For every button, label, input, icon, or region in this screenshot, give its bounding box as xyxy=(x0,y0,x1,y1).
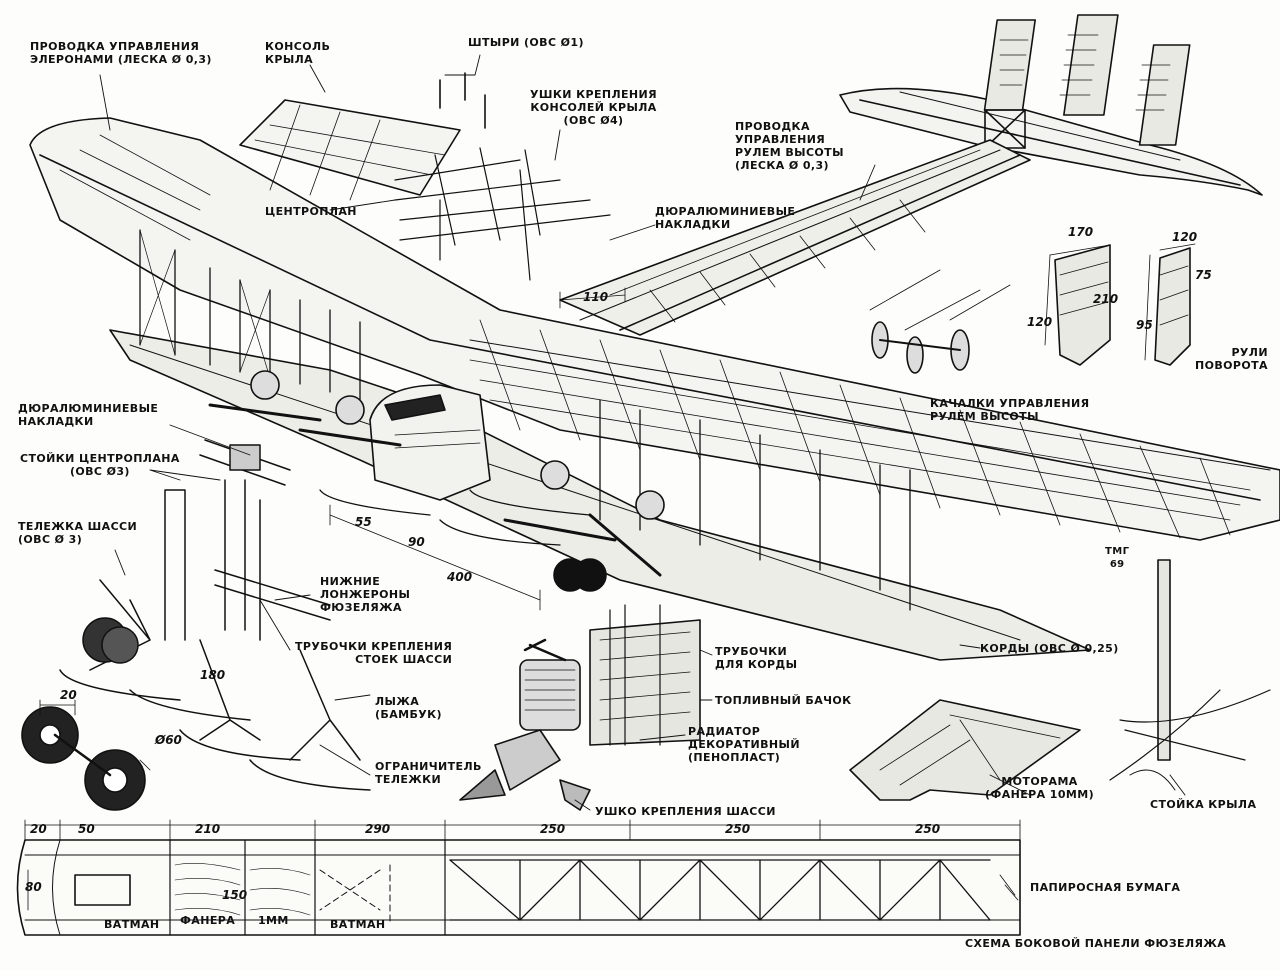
label-wing-strut: СТОЙКА КРЫЛА xyxy=(1150,798,1257,811)
dim-170: 170 xyxy=(1068,225,1094,239)
dim-120a: 120 xyxy=(1027,315,1053,329)
label-motor-mount: МОТОРАМА (ФАНЕРА 10мм) xyxy=(985,775,1095,801)
dimension-lines xyxy=(27,243,1196,911)
panel-dim-250c: 250 xyxy=(915,822,941,836)
dim-95: 95 xyxy=(1136,318,1153,332)
dim-110: 110 xyxy=(583,290,609,304)
label-lower-spars: НИЖНИЕ ЛОНЖЕРОНЫ ФЮЗЕЛЯЖА xyxy=(320,575,411,614)
exploded-center-section xyxy=(394,147,611,281)
upper-wing xyxy=(29,117,1280,541)
label-chassis-bogie: ТЕЛЕЖКА ШАССИ (ОВС Ø 3) xyxy=(18,520,138,546)
panel-dim-50: 50 xyxy=(78,822,95,836)
panel-dim-250b: 250 xyxy=(725,822,751,836)
interplane-struts xyxy=(139,229,911,611)
fuselage-side-panel xyxy=(16,819,1021,936)
label-radiator: РАДИАТОР ДЕКОРАТИВНЫЙ (ПЕНОПЛАСТ) xyxy=(688,725,800,764)
label-center-section: ЦЕНТРОПЛАН xyxy=(265,205,357,218)
label-rudder: РУЛИ ПОВОРОТА xyxy=(1195,346,1268,372)
panel-dim-290: 290 xyxy=(365,822,391,836)
label-bogie-limiter: ОГРАНИЧИТЕЛЬ ТЕЛЕЖКИ xyxy=(375,760,482,786)
label-panel-plywood: ФАНЕРА xyxy=(180,914,236,927)
aircraft-skis xyxy=(319,489,591,546)
label-wing-console: КОНСОЛЬ КРЫЛА xyxy=(265,40,331,66)
label-signature: ТМГ 69 xyxy=(1105,546,1130,570)
chassis-assembly xyxy=(59,439,371,791)
label-duralumin-plates-top: ДЮРАЛЮМИНИЕВЫЕ НАКЛАДКИ xyxy=(655,205,796,231)
leader-lines xyxy=(99,54,1186,811)
exploded-wing-console xyxy=(239,99,461,201)
dim-75: 75 xyxy=(1195,268,1212,282)
label-chassis-lug: УШКО КРЕПЛЕНИЯ ШАССИ xyxy=(595,805,776,818)
dim-20: 20 xyxy=(60,688,77,702)
motor-mount xyxy=(849,699,1081,801)
engine-detail xyxy=(459,604,701,811)
dim-400: 400 xyxy=(447,570,473,584)
label-elevator-wiring: ПРОВОДКА УПРАВЛЕНИЯ РУЛЕМ ВЫСОТЫ (ЛЕСКА … xyxy=(735,120,844,172)
label-cords: КОРДЫ (ОВС Ø 0,25) xyxy=(980,642,1119,655)
label-panel-watman-2: ВАТМАН xyxy=(330,918,386,931)
panel-dim-210: 210 xyxy=(195,822,221,836)
label-center-struts: СТОЙКИ ЦЕНТРОПЛАНА (ОВС Ø3) xyxy=(20,452,180,478)
label-ski: ЛЫЖА (БАМБУК) xyxy=(375,695,442,721)
cockpit-nose xyxy=(369,384,491,501)
panel-dim-80: 80 xyxy=(25,880,42,894)
panel-dim-20: 20 xyxy=(30,822,47,836)
label-fuel-tank: ТОПЛИВНЫЙ БАЧОК xyxy=(715,694,852,707)
label-elevator-rockers: КАЧАЛКИ УПРАВЛЕНИЯ РУЛЕМ ВЫСОТЫ xyxy=(930,397,1090,423)
label-panel-cig-paper: ПАПИРОСНАЯ БУМАГА xyxy=(1030,881,1181,894)
label-aileron-wiring: ПРОВОДКА УПРАВЛЕНИЯ ЭЛЕРОНАМИ (ЛЕСКА Ø 0… xyxy=(30,40,212,66)
panel-dim-250a: 250 xyxy=(540,822,566,836)
dim-210: 210 xyxy=(1093,292,1119,306)
label-panel-watman-1: ВАТМАН xyxy=(104,918,160,931)
label-pins: ШТЫРИ (ОВС Ø1) xyxy=(468,36,584,49)
dim-55: 55 xyxy=(355,515,372,529)
fuselage-boom xyxy=(559,139,1031,336)
elevator-rockers xyxy=(869,269,1011,374)
dim-150: 150 xyxy=(222,888,248,902)
label-duralumin-plates-left: ДЮРАЛЮМИНИЕВЫЕ НАКЛАДКИ xyxy=(18,402,159,428)
dim-120b: 120 xyxy=(1172,230,1198,244)
aircraft-engines xyxy=(208,370,665,592)
label-console-lugs: УШКИ КРЕПЛЕНИЯ КОНСОЛЕЙ КРЫЛА (ОВС Ø4) xyxy=(530,88,658,127)
dim-180: 180 xyxy=(200,668,226,682)
label-strut-tubes: ТРУБОЧКИ КРЕПЛЕНИЯ СТОЕК ШАССИ xyxy=(295,640,453,666)
label-cord-tubes: ТРУБОЧКИ ДЛЯ КОРДЫ xyxy=(715,645,798,671)
label-panel-1mm: 1мм xyxy=(258,914,289,927)
wheel-details xyxy=(21,706,146,811)
label-panel-title: СХЕМА БОКОВОЙ ПАНЕЛИ ФЮЗЕЛЯЖА xyxy=(965,937,1227,950)
tail-unit xyxy=(839,14,1263,196)
wing-strut-detail xyxy=(1109,559,1271,791)
pins xyxy=(439,72,486,129)
rudder-details xyxy=(1044,244,1191,366)
dim-60: Ø60 xyxy=(155,733,182,747)
dim-90: 90 xyxy=(408,535,425,549)
